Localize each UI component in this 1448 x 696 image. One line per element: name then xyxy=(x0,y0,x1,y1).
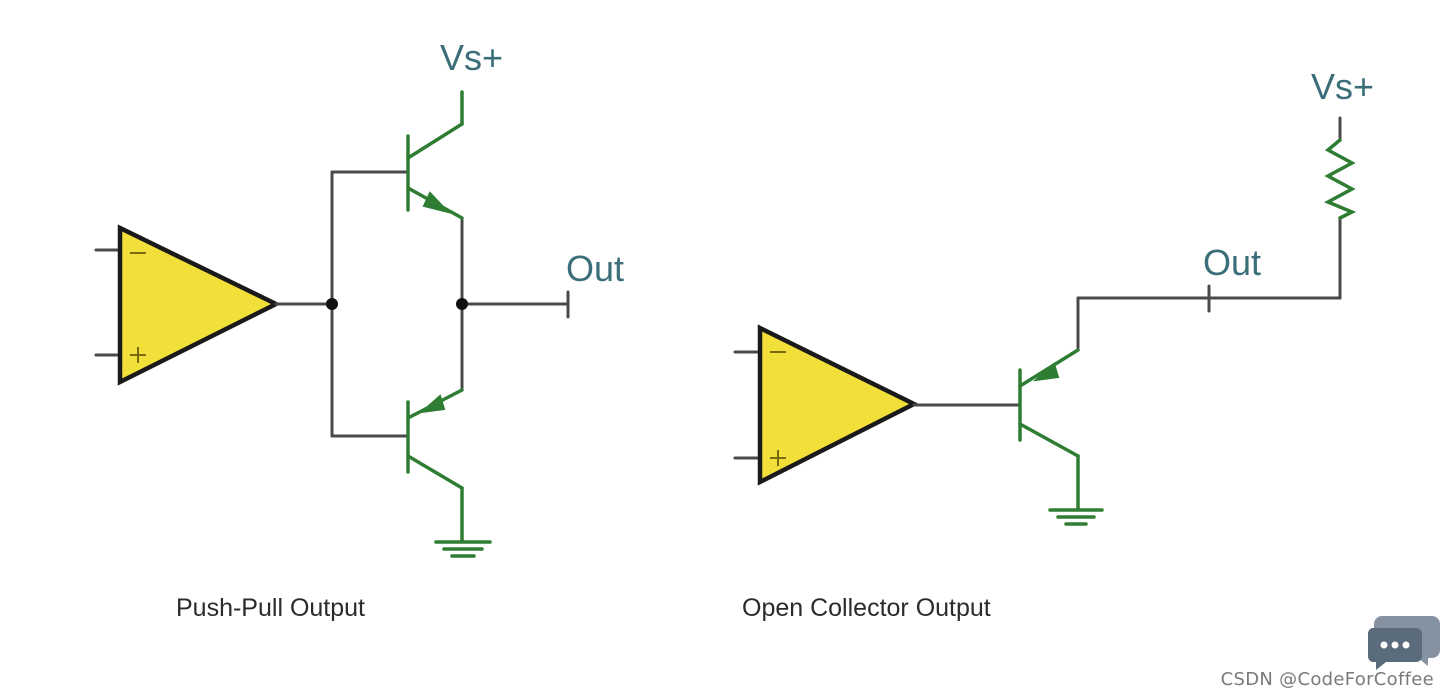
left-lower-pnp-transistor xyxy=(406,388,464,542)
chat-bubble-icon[interactable] xyxy=(1368,612,1442,670)
left-op-amp xyxy=(94,224,282,386)
right-output-transistor xyxy=(1018,348,1080,510)
left-upper-npn-transistor xyxy=(406,90,464,220)
watermark-text: CSDN @CodeForCoffee xyxy=(1220,669,1434,690)
right-ground-icon xyxy=(1048,508,1104,526)
right-op-amp xyxy=(733,324,920,486)
left-supply-label: Vs+ xyxy=(440,37,503,78)
right-caption: Open Collector Output xyxy=(742,594,991,622)
right-wiring xyxy=(912,116,1342,407)
right-output-label: Out xyxy=(1203,242,1261,283)
left-wiring xyxy=(274,170,570,438)
open-collector-circuit: Vs+ Out Open Collector Output xyxy=(733,66,1374,622)
pull-up-resistor xyxy=(1323,138,1357,220)
left-ground-icon xyxy=(434,540,492,558)
left-output-label: Out xyxy=(566,248,624,289)
push-pull-circuit: Vs+ Out Push-Pull Output xyxy=(94,37,624,622)
right-supply-label: Vs+ xyxy=(1311,66,1374,107)
left-output-junction xyxy=(456,298,468,310)
left-caption: Push-Pull Output xyxy=(176,594,365,622)
left-input-junction xyxy=(326,298,338,310)
